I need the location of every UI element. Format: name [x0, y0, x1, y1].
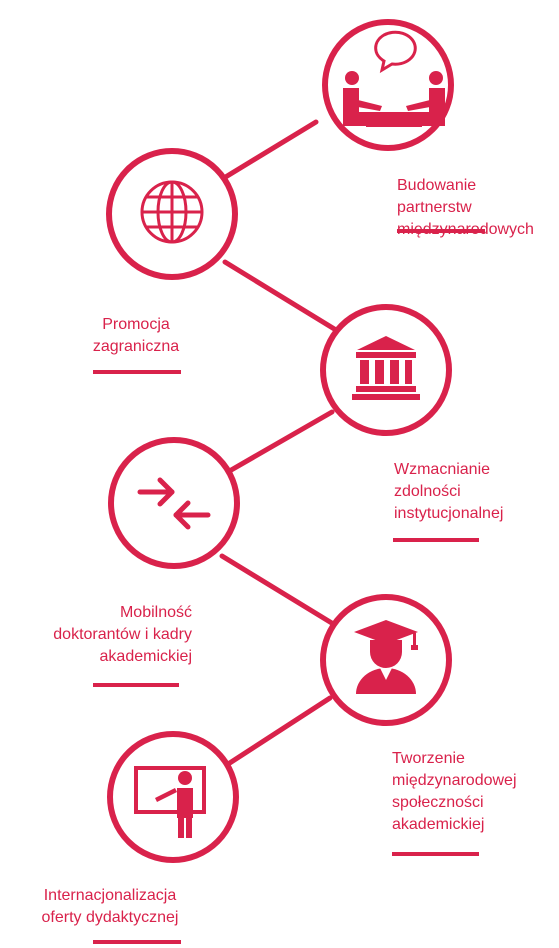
connector-2-3 [222, 259, 339, 333]
label-line: Mobilność [119, 604, 192, 621]
handshake-meeting-icon [343, 30, 445, 127]
label-line: instytucjonalnej [394, 505, 504, 522]
graduate-icon [354, 620, 418, 694]
connectors [216, 119, 339, 771]
label-line: międzynarodowej [392, 772, 517, 789]
label-line: akademickiej [392, 816, 485, 833]
underline-mobility [93, 683, 179, 687]
exchange-arrows-icon [137, 477, 211, 530]
label-line: Internacjonalizacja [43, 887, 177, 904]
label-line: Tworzenie [392, 750, 465, 767]
underline-capacity [393, 538, 479, 542]
label-line: doktorantów i kadry [53, 626, 192, 643]
node-circle-mobility [108, 437, 240, 569]
connector-3-4 [223, 409, 335, 476]
teacher-board-icon [134, 766, 206, 838]
node-circle-partnerships [322, 19, 454, 151]
node-circle-capacity [320, 304, 452, 436]
node-circle-didactic [107, 731, 239, 863]
underline-community [392, 852, 479, 856]
label-line: akademickiej [99, 648, 192, 665]
underline-partnerships [397, 229, 485, 233]
label-line: Budowanie [397, 177, 477, 194]
label-line: społeczności [392, 794, 484, 811]
globe-icon [140, 180, 204, 244]
label-capacity: Wzmacnianie zdolności instytucjonalnej [394, 459, 503, 525]
label-line: partnerstw [397, 199, 472, 216]
label-line: oferty dydaktycznej [41, 909, 179, 926]
label-line: zdolności [394, 483, 461, 500]
connector-5-6 [219, 695, 333, 771]
label-mobility: Mobilność doktorantów i kadry akademicki… [0, 602, 192, 668]
institution-building-icon [352, 336, 420, 400]
underline-promotion [93, 370, 181, 374]
label-promotion: Promocja zagraniczna [86, 314, 186, 358]
label-community: Tworzenie międzynarodowej społeczności a… [392, 748, 517, 836]
label-line: Promocja [102, 316, 170, 333]
label-didactic: Internacjonalizacja oferty dydaktycznej [10, 885, 210, 929]
label-line: zagraniczna [92, 338, 180, 355]
underline-didactic [93, 940, 181, 944]
label-line: Wzmacnianie [394, 461, 491, 478]
connector-4-5 [219, 553, 338, 628]
connector-1-2 [216, 119, 319, 184]
